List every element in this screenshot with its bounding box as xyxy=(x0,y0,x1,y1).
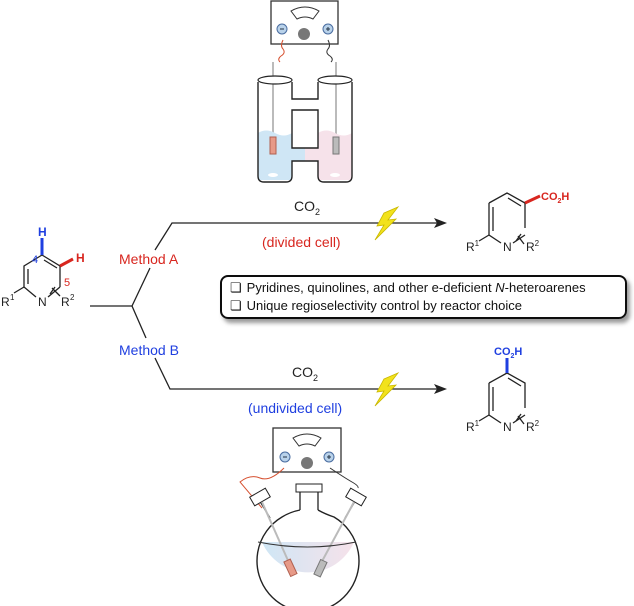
cathode xyxy=(283,558,298,578)
position-5-label: 5 xyxy=(64,277,70,289)
undivided-cell-apparatus xyxy=(239,427,367,606)
branch-arrows xyxy=(90,218,447,394)
gauge-icon xyxy=(292,433,322,447)
r1-group: R1 xyxy=(466,419,480,434)
arrowhead-a xyxy=(434,218,447,228)
arrowhead-b xyxy=(434,384,447,394)
carboxyl-group-a: CO2H xyxy=(541,191,569,205)
r2-group: R2 xyxy=(526,419,540,434)
condition-b: (undivided cell) xyxy=(248,400,342,416)
r1-group: R xyxy=(1,295,10,309)
r1-group: R1 xyxy=(466,239,480,254)
lightning-icon xyxy=(374,206,400,241)
knob-icon xyxy=(301,457,313,469)
h-atom-c4: H xyxy=(38,225,47,239)
divided-cell-apparatus xyxy=(257,0,353,183)
r2-group: R xyxy=(61,295,70,309)
cathode xyxy=(269,136,277,155)
r1-superscript: 1 xyxy=(10,293,15,302)
method-b-label: Method B xyxy=(119,342,179,358)
method-a-label: Method A xyxy=(119,251,179,267)
r2-group: R2 xyxy=(526,239,540,254)
info-line-2: ❏Unique regioselectivity control by reac… xyxy=(230,298,522,313)
info-box: ❏Pyridines, quinolines, and other e-defi… xyxy=(220,275,627,319)
anode xyxy=(313,558,328,578)
product-b: CO2H N R1 R2 xyxy=(466,346,540,434)
starting-pyridine: H H 4 5 N R 1 R 2 xyxy=(1,225,85,309)
r2-superscript: 2 xyxy=(70,293,75,302)
anode xyxy=(332,136,340,155)
n-atom: N xyxy=(38,295,47,309)
n-atom: N xyxy=(503,240,512,254)
product-a: CO2H N R1 R2 xyxy=(466,191,569,254)
condition-a: (divided cell) xyxy=(262,234,341,250)
reagent-a: CO2 xyxy=(294,198,320,217)
n-atom: N xyxy=(503,420,512,434)
reagent-b: CO2 xyxy=(292,364,318,383)
lightning-icon xyxy=(374,372,400,407)
h-atom-c5: H xyxy=(76,251,85,265)
info-line-1: ❏Pyridines, quinolines, and other e-defi… xyxy=(230,280,586,295)
position-4-label: 4 xyxy=(32,254,38,266)
carboxyl-group-b: CO2H xyxy=(494,346,522,360)
knob-icon xyxy=(298,28,310,40)
gauge-icon xyxy=(290,6,320,20)
